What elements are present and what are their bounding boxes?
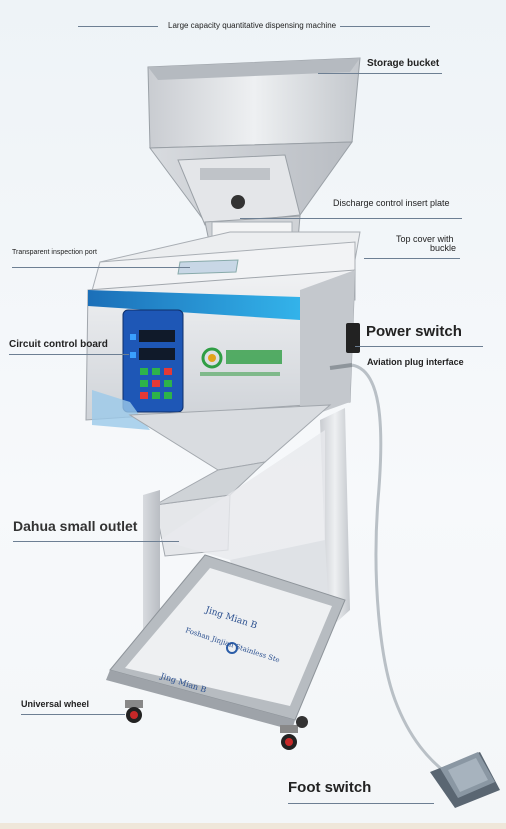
leader-small-outlet [13,541,179,542]
bottom-strip [0,823,506,829]
title-rule-right [340,26,430,27]
leader-top-cover [364,258,460,259]
label-storage-bucket: Storage bucket [367,58,440,69]
label-inspection-port: Transparent inspection port [12,249,97,256]
label-aviation-plug: Aviation plug interface [367,357,464,367]
label-top-cover-2: buckle [430,243,457,253]
label-universal-wheel: Universal wheel [21,699,90,709]
page-title: Large capacity quantitative dispensing m… [168,21,337,30]
leader-universal-wheel [21,714,125,715]
label-power-switch: Power switch [366,323,462,340]
label-foot-switch: Foot switch [288,779,372,796]
leader-discharge-plate [240,218,462,219]
leader-foot-switch [288,803,434,804]
leader-inspection-port [12,267,190,268]
label-top-cover-1: Top cover with [396,234,454,244]
title-rule-left [78,26,158,27]
leader-storage-bucket [318,73,442,74]
label-small-outlet: Dahua small outlet [13,518,138,534]
label-circuit-board: Circuit control board [9,339,108,350]
leader-circuit-board [9,354,129,355]
leader-power-switch [355,346,483,347]
label-discharge-plate: Discharge control insert plate [333,198,450,208]
